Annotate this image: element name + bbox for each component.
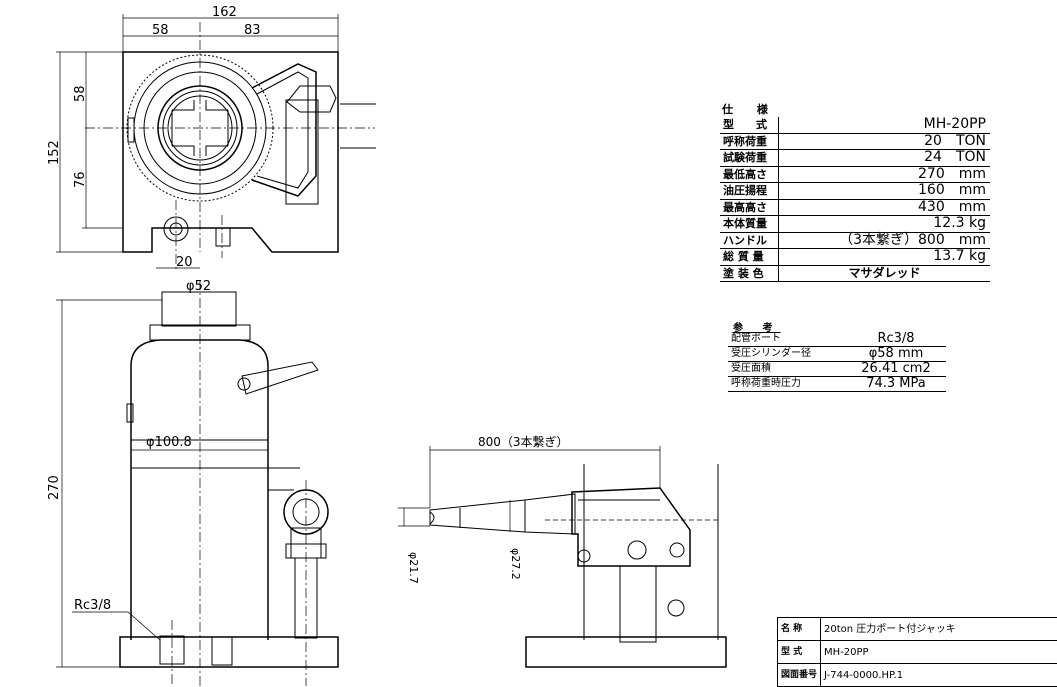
spec-value: 20 TON [779, 133, 991, 150]
dim-ram-dia: φ52 [186, 279, 211, 294]
ref-value: Rc3/8 [846, 332, 946, 347]
title-value: J-744-0000.HP.1 [821, 664, 1057, 687]
spec-title: 仕 様 [722, 101, 778, 117]
ref-value: φ58 mm [846, 347, 946, 362]
ref-key: 受圧シリンダー径 [728, 347, 846, 362]
spec-value: マサダレッド [779, 265, 991, 282]
spec-key: 総 質 量 [720, 249, 779, 266]
dim-side-total: 152 [47, 140, 62, 165]
ref-key: 呼称荷重時圧力 [728, 377, 846, 392]
dim-port-offset: 20 [176, 255, 193, 270]
dim-port-label: Rc3/8 [74, 598, 111, 613]
title-key: 図面番号 [778, 664, 821, 687]
spec-value: 430 mm [779, 199, 991, 216]
spec-value: 24 TON [779, 150, 991, 167]
table-row: ハンドル（3本繋ぎ）800 mm [720, 232, 990, 249]
dim-top-width: 162 [212, 5, 237, 20]
spec-value: 13.7 kg [779, 249, 991, 266]
dim-top-right: 83 [244, 23, 261, 38]
spec-value: MH-20PP [779, 117, 991, 133]
title-value: MH-20PP [821, 641, 1057, 664]
ref-value: 26.41 cm2 [846, 362, 946, 377]
title-value: 20ton 圧力ポート付ジャッキ [821, 618, 1057, 641]
front-view [56, 280, 338, 686]
spec-key: 油圧揚程 [720, 183, 779, 200]
table-row: 塗 装 色マサダレッド [720, 265, 990, 282]
ref-key: 配管ポート [728, 332, 846, 347]
top-view [56, 14, 376, 272]
spec-value: 160 mm [779, 183, 991, 200]
spec-value: 270 mm [779, 166, 991, 183]
spec-key: ハンドル [720, 232, 779, 249]
dim-body-dia: φ100.8 [146, 435, 192, 450]
ref-value: 74.3 MPa [846, 377, 946, 392]
title-key: 型 式 [778, 641, 821, 664]
spec-key: 塗 装 色 [720, 265, 779, 282]
spec-key: 本体質量 [720, 216, 779, 233]
dim-handle-length: 800（3本繋ぎ） [478, 434, 569, 449]
spec-key: 呼称荷重 [720, 133, 779, 150]
dim-side-lower: 76 [73, 171, 88, 188]
spec-value: （3本繋ぎ）800 mm [779, 232, 991, 249]
dim-top-left: 58 [152, 23, 169, 38]
dim-side-upper: 58 [73, 85, 88, 102]
spec-key: 最高高さ [720, 199, 779, 216]
dim-handle-dia-small: φ21.7 [407, 552, 420, 584]
dim-height: 270 [47, 475, 62, 500]
title-key: 名 称 [778, 618, 821, 641]
ref-key: 受圧面積 [728, 362, 846, 377]
spec-key: 最低高さ [720, 166, 779, 183]
spec-key: 試験荷重 [720, 150, 779, 167]
side-view [398, 446, 726, 667]
spec-value: 12.3 kg [779, 216, 991, 233]
dim-handle-dia-large: φ27.2 [509, 548, 522, 580]
spec-key: 型 式 [720, 117, 779, 133]
